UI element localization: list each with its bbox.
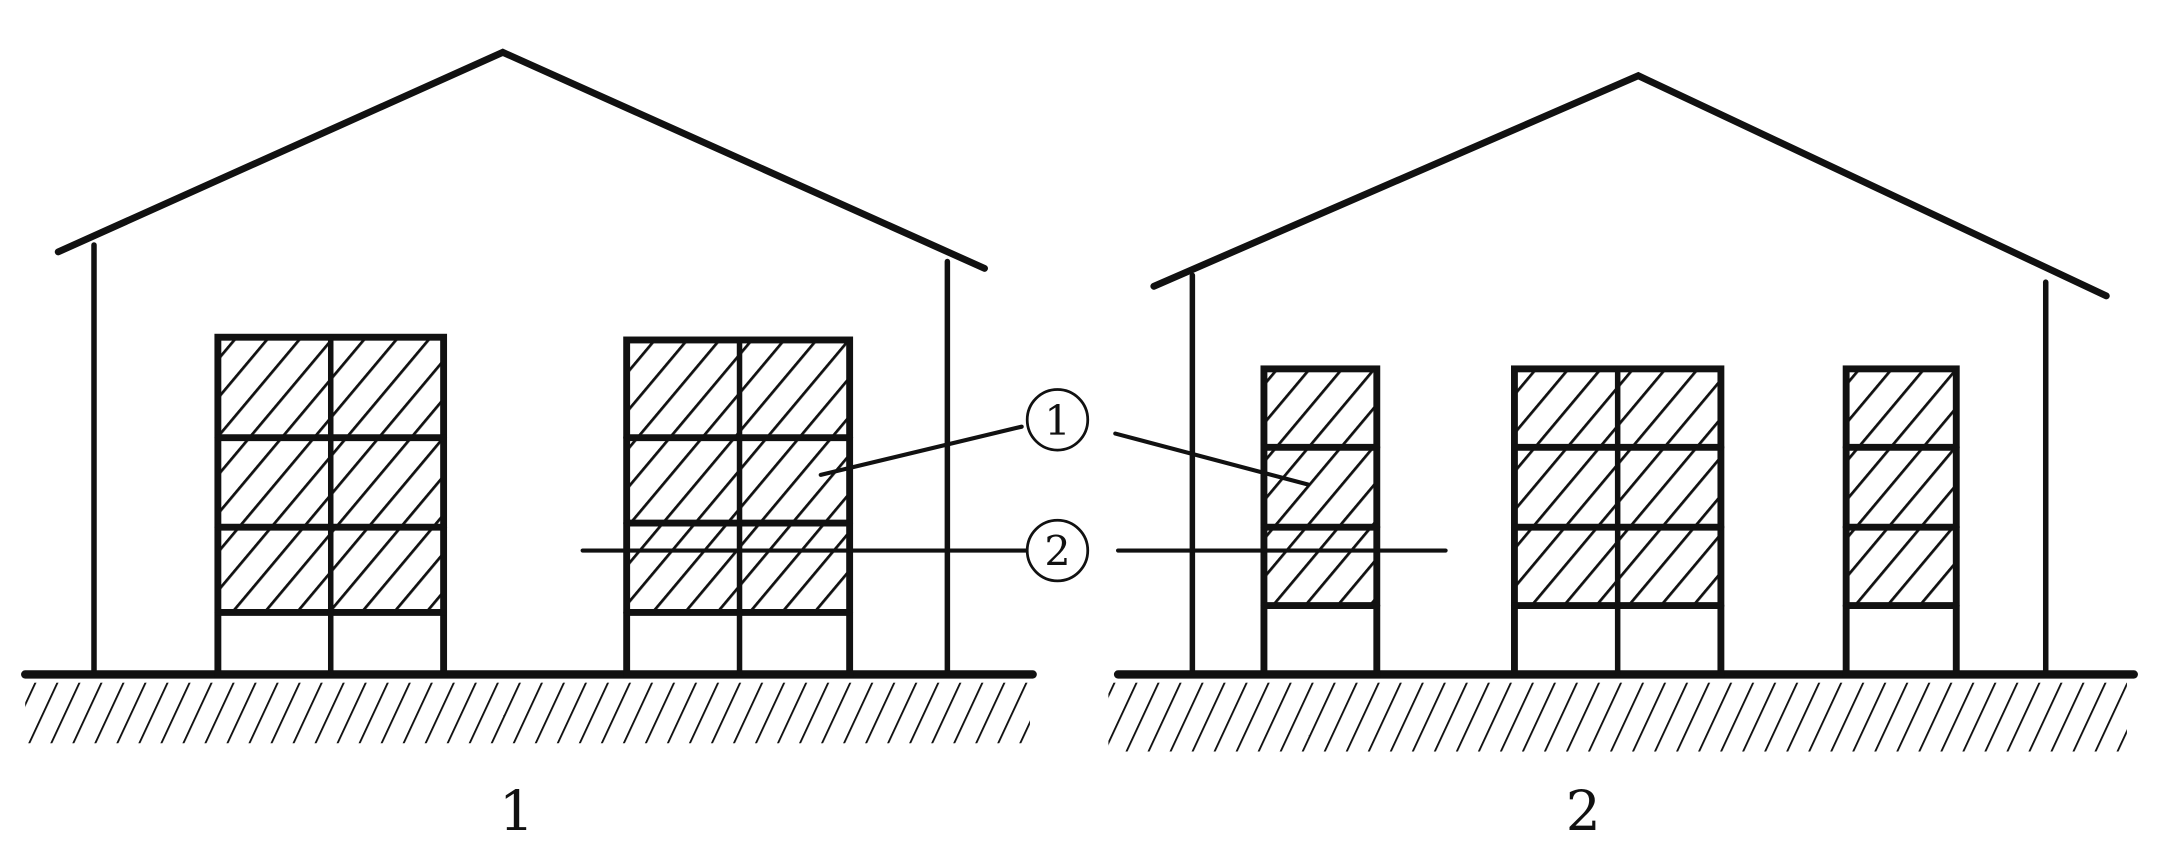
callout-circle — [1025, 518, 1090, 583]
rack-right — [1842, 365, 1960, 678]
figure-2-caption: 2 — [1566, 779, 1601, 843]
rack-right — [623, 336, 854, 678]
callout-2: 2 — [580, 518, 1448, 583]
warehouse-1 — [21, 48, 1037, 744]
callout-circle — [1025, 388, 1090, 452]
rack-middle — [1511, 365, 1725, 678]
warehouse-2 — [1108, 71, 2138, 752]
callout-1: 1 — [818, 388, 1311, 487]
callout-1-label: 1 — [1044, 397, 1070, 445]
rack-left — [214, 333, 448, 678]
ground-hatch — [25, 682, 1030, 744]
figure-1-caption: 1 — [499, 779, 534, 843]
ground-hatch — [1108, 682, 2127, 752]
roof — [1150, 71, 2110, 300]
rack-left — [1260, 365, 1381, 678]
roof — [54, 48, 988, 272]
callout-2-label: 2 — [1044, 528, 1070, 576]
